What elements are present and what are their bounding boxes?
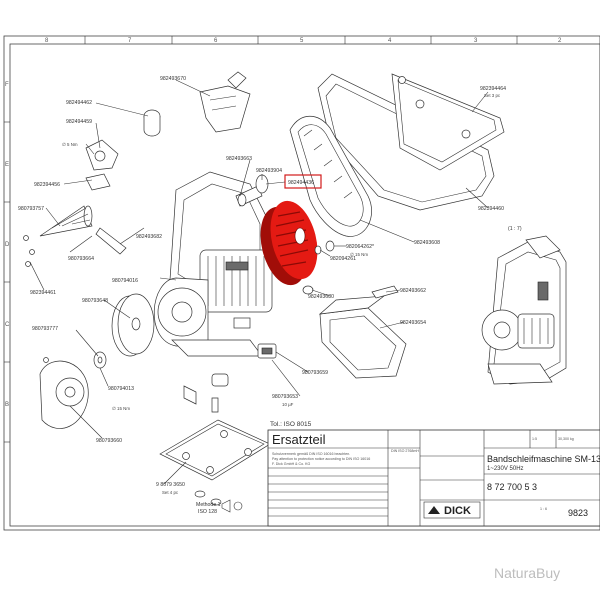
tensioner-arm: [85, 139, 119, 191]
highlighted-part-box: [284, 174, 322, 189]
zone-markers-top: 8 7 6 5 4 3 2: [45, 36, 562, 44]
callout-5nm: ∅ 5 Nm: [62, 142, 78, 147]
voltage-label: 1~230V 50Hz: [487, 466, 524, 472]
callout-980794013: 980794013: [108, 386, 134, 392]
callout-980793648: 980793648: [82, 298, 108, 304]
adjusting-cone: [23, 205, 93, 267]
callout-set-4pc: Set 4 pc: [162, 490, 179, 495]
callout-982064262: 982064262*: [346, 244, 374, 250]
drawing-number: 9823: [568, 508, 588, 518]
brand-logo-text: DICK: [444, 505, 471, 517]
callout-980793757: 980793757: [18, 206, 44, 212]
callout-982094261: 982094261: [330, 256, 356, 262]
small-parts: [183, 343, 277, 413]
callout-982394461: 982394461: [30, 290, 56, 296]
callout-982493654: 982493654: [400, 320, 426, 326]
method-iso: ISO 128: [198, 509, 217, 515]
zone-top-6: 3: [474, 38, 478, 44]
zone-left-3: D: [5, 242, 10, 248]
callout-982494459: 982494459: [66, 119, 92, 125]
zone-markers-left: F E D C B: [4, 82, 10, 443]
title-block: [267, 429, 600, 527]
outer-frame: [3, 35, 600, 531]
company-name: F. Dick GmbH & Co. KG: [272, 462, 311, 466]
callout-15nm-a: ∅ 15 Nm: [112, 406, 130, 411]
zone-left-5: B: [5, 402, 9, 408]
callout-982493663: 982493663: [226, 156, 252, 162]
zone-left-1: F: [5, 82, 9, 88]
zone-top-5: 4: [388, 38, 392, 44]
dick-logo: DICK: [423, 501, 481, 519]
bushing-part: [143, 109, 161, 137]
weight-value: 30,300 kg: [558, 437, 574, 441]
callout-980793777: 980793777: [32, 326, 58, 332]
dust-guard: [199, 71, 251, 133]
callout-labels: 982493670 982494462 982494459 ∅ 5 Nm 982…: [18, 76, 522, 515]
callout-980793660: 980793660: [96, 438, 122, 444]
callout-set-3pc: Set 3 pc: [484, 93, 501, 98]
callout-980793653: 980793653: [272, 394, 298, 400]
callout-982494436: 982494436: [288, 180, 314, 186]
tool-rest-tray: [318, 285, 407, 379]
belt-cover-assembly: [317, 73, 505, 211]
projection-symbol: [221, 499, 243, 513]
assembled-machine-view: [481, 235, 567, 385]
callout-980794016: 980794016: [112, 278, 138, 284]
wheel-guard: [39, 357, 89, 429]
callout-10uf: 10 µF: [282, 402, 294, 407]
grinding-wheel: [93, 293, 155, 369]
callout-980793650: 9 8079 3650: [156, 482, 185, 488]
callout-982493904: 982493904: [256, 168, 282, 174]
zone-top-4: 5: [300, 38, 304, 44]
callout-982493670: 982493670: [160, 76, 186, 82]
protection-notice-de: Schutzvermerk gemäß DIN ISO 16016 beacht…: [272, 452, 350, 456]
shaft-pulley: [235, 174, 335, 295]
ersatzteil-heading: Ersatzteil: [272, 432, 326, 447]
callout-982493608: 982493608: [414, 240, 440, 246]
article-number: 8 72 700 5 3: [487, 482, 537, 492]
norm-label: DIN ISO 2768mH: [391, 449, 419, 453]
product-title: Bandschleifmaschine SM-130: [487, 454, 600, 464]
callout-982493680: 982493680: [308, 294, 334, 300]
callout-982394456: 982394456: [34, 182, 60, 188]
contact-wheel-highlighted: [260, 200, 318, 286]
clip-strip: [95, 227, 127, 255]
scale-value: 1:5: [532, 437, 537, 441]
scale-view-label: (1 : 7): [508, 226, 522, 232]
zone-top-3: 6: [214, 38, 218, 44]
callout-15nm-b: ∅ 15 Nm: [350, 252, 368, 257]
zone-left-2: E: [5, 162, 9, 168]
callout-980793664: 980793664: [68, 256, 94, 262]
zone-top-2: 7: [128, 38, 132, 44]
callout-982494462: 982494462: [66, 100, 92, 106]
callout-982493682: 982493682: [136, 234, 162, 240]
callout-980793659: 980793659: [302, 370, 328, 376]
callout-982493662: 982493662: [400, 288, 426, 294]
method-label: Methode 1: [196, 502, 221, 508]
tolerance-note: Tol.: ISO 8015: [270, 421, 312, 428]
revision-label: 1 : 6: [540, 507, 547, 511]
zone-left-4: C: [5, 322, 10, 328]
zone-top-7: 2: [558, 38, 562, 44]
zone-top-1: 8: [45, 38, 49, 44]
callout-982394460: 982394460: [478, 206, 504, 212]
callout-982394464: 982394464: [480, 86, 506, 92]
naturabuy-watermark: NaturaBuy: [494, 565, 560, 581]
protection-notice-en: Pay attention to protection notice accor…: [272, 457, 370, 461]
leader-lines: [29, 79, 489, 485]
sanding-belt: [289, 115, 372, 237]
base-plate: [159, 419, 271, 506]
